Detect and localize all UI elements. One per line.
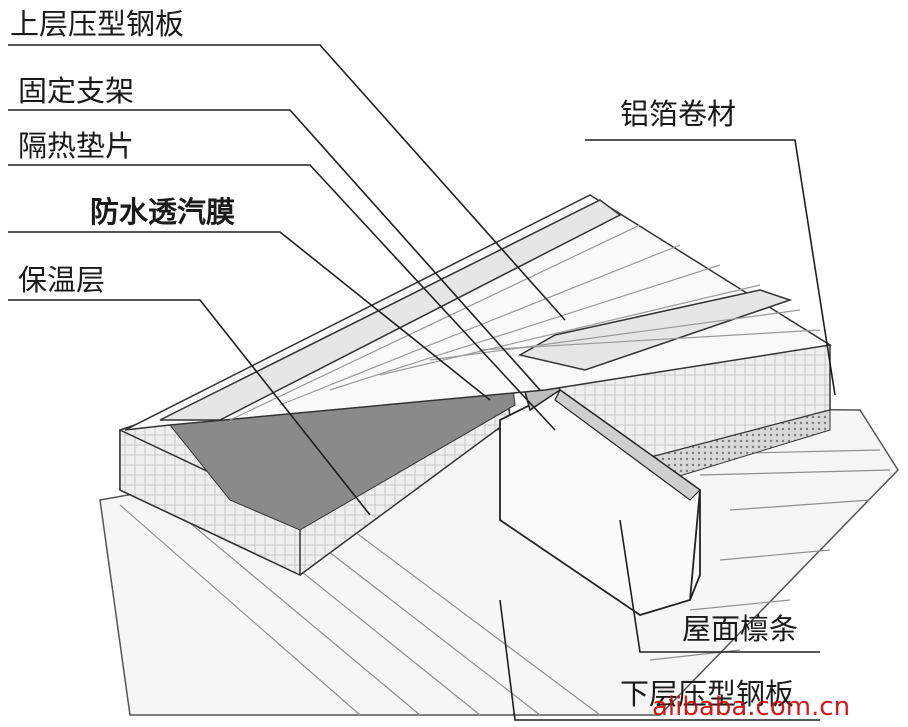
- upper-steel-sheet: [124, 194, 833, 431]
- leader-insulation-layer: [8, 299, 371, 516]
- label-purlin: 屋面檩条: [682, 612, 799, 646]
- label-insulation-pad: 隔热垫片: [18, 129, 135, 163]
- label-lower-steel-sheet: 下层压型钢板: [620, 677, 795, 711]
- label-fixing-bracket: 固定支架: [18, 74, 135, 108]
- leader-insulation-pad: [8, 164, 556, 431]
- label-aluminum-foil: 铝箔卷材: [620, 97, 737, 131]
- watermark: alibaba.com.cn: [652, 692, 851, 722]
- leader-upper-steel-sheet: [8, 44, 566, 321]
- leader-aluminum-foil: [585, 139, 836, 396]
- leader-fixing-bracket: [8, 109, 541, 391]
- label-waterproof-membrane: 防水透汽膜: [90, 195, 236, 229]
- label-insulation-layer: 保温层: [18, 263, 106, 297]
- leader-purlin: [619, 519, 820, 653]
- leader-lines: [8, 44, 836, 721]
- leader-lower-steel-sheet: [499, 599, 820, 721]
- label-upper-steel-sheet: 上层压型钢板: [10, 7, 185, 41]
- leader-waterproof-membrane: [8, 231, 491, 401]
